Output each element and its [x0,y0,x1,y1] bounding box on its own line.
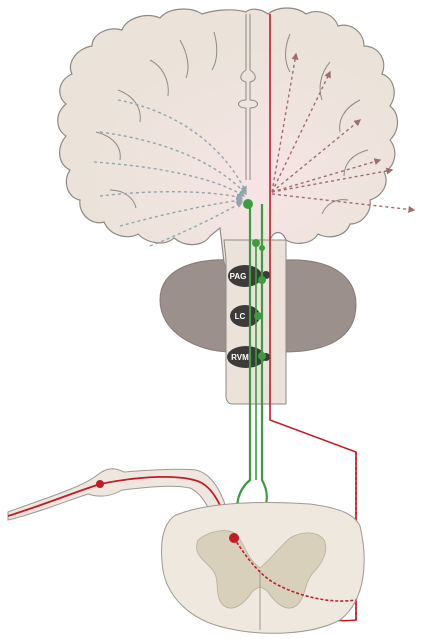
nucleus-label: PAG [230,272,247,281]
cerebral-cortex [58,8,398,276]
nucleus-label: RVM [231,353,249,362]
nucleus-label: LC [235,312,246,321]
dorsal-root-ganglion-cell [96,480,104,488]
